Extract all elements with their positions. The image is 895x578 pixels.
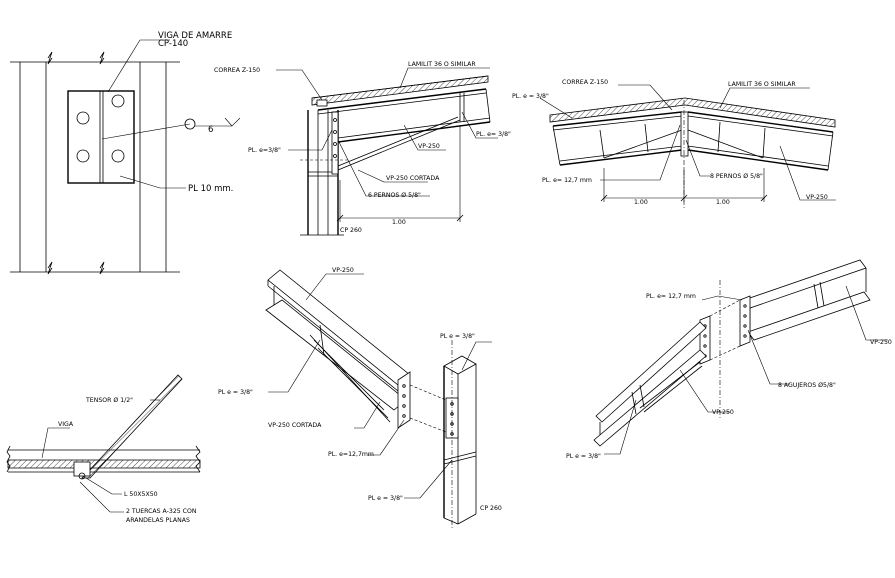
label-cp140: CP-140 (158, 39, 188, 49)
label-pl-38-e: PL e = 3/8" (218, 389, 253, 396)
label-vp250-d: VP-250 (870, 339, 892, 346)
detail-tie-beam-connection: VIGA DE AMARRE CP-140 6 PL 10 mm. (10, 31, 241, 275)
label-pl-127-b: PL. e=12,7mm (328, 451, 374, 458)
label-cp260-b: CP 260 (480, 505, 502, 512)
label-pl-38-a: PL. e=3/8" (248, 147, 281, 154)
label-pl10: PL 10 mm. (188, 184, 233, 194)
label-pl-38-c: PL. e = 3/8" (512, 93, 549, 100)
label-vp250-cortada-a: VP-250 CORTADA (386, 175, 440, 182)
label-vp250-a: VP-250 (418, 143, 440, 150)
label-viga: VIGA (58, 421, 74, 428)
label-pernos-8: 8 PERNOS Ø 5/8" (710, 172, 763, 180)
label-pernos-6: 6 PERNOS Ø 5/8" (368, 191, 421, 199)
label-pl-38-b: PL. e= 3/8" (476, 131, 511, 138)
label-pl-127-c: PL. e= 12,7 mm (646, 293, 696, 300)
label-vp250-b: VP-250 (806, 194, 828, 201)
label-lamilit-b: LAMILIT 36 O SIMILAR (728, 81, 796, 88)
label-lamilit-a: LAMILIT 36 O SIMILAR (408, 61, 476, 68)
label-correa-z150-b: CORREA Z-150 (562, 79, 608, 86)
label-correa-z150-a: CORREA Z-150 (214, 67, 260, 74)
label-tensor: TENSOR Ø 1/2" (85, 396, 133, 404)
label-dim-1-00-c: 1.00 (716, 199, 730, 206)
label-angulo: L 50X5X50 (124, 491, 158, 498)
label-cp260-a: CP 260 (340, 227, 362, 234)
detail-ridge-elevation: 1.00 1.00 PL. e = 3/8" CORREA Z-150 LAMI… (512, 79, 836, 210)
detail-rafter-column-elevation: 1.00 CP 260 CORREA Z-150 LAMILIT 36 O SI… (214, 61, 511, 236)
detail-tensor-rod: TENSOR Ø 1/2" VIGA L 50X5X50 2 TUERCAS A… (6, 374, 201, 524)
label-pl-38-f: PL e = 3/8" (368, 495, 403, 502)
label-pl-38-d: PL e = 3/8" (440, 333, 475, 340)
label-agujeros-8: 8 AGUJEROS Ø5/8" (778, 381, 836, 389)
label-weld-size: 6 (208, 125, 213, 135)
label-dim-1-00-a: 1.00 (392, 219, 406, 226)
label-tuercas-2: ARANDELAS PLANAS (126, 517, 190, 524)
label-pl-38-g: PL e = 3/8" (566, 453, 601, 460)
detail-isometric-rafter-column: VP-250 PL e = 3/8" PL e = 3/8" VP-250 CO… (218, 267, 502, 530)
label-tuercas-1: 2 TUERCAS A-325 CON (126, 508, 197, 515)
label-pl-127-a: PL. e= 12,7 mm (542, 177, 592, 184)
label-vp250-c: VP-250 (332, 267, 354, 274)
detail-isometric-ridge: PL. e= 12,7 mm VP-250 8 AGUJEROS Ø5/8" V… (566, 259, 892, 460)
label-vp250-cortada-b: VP-250 CORTADA (268, 422, 322, 429)
label-dim-1-00-b: 1.00 (634, 199, 648, 206)
label-vp250-e: VP-250 (712, 409, 734, 416)
label-viga-amarre: VIGA DE AMARRE (158, 31, 232, 41)
